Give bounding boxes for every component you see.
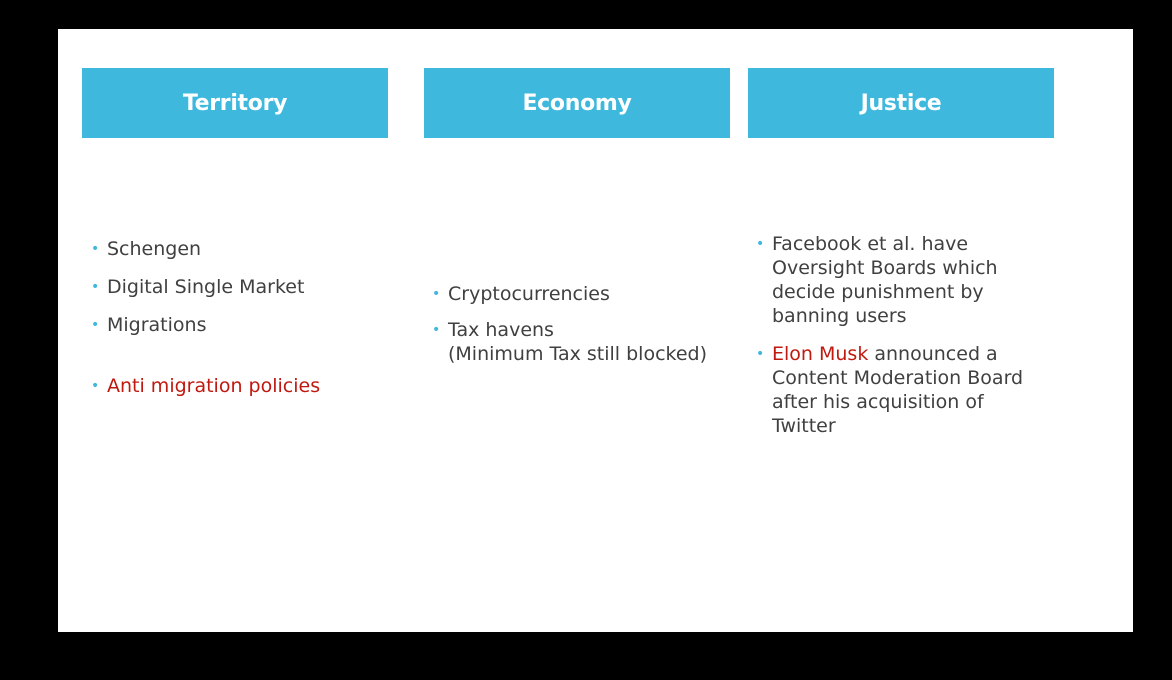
bullet-icon: • [91, 378, 100, 394]
economy-list: • Cryptocurrencies • Tax havens (Minimum… [428, 282, 748, 378]
header-economy-label: Economy [522, 90, 632, 116]
header-justice: Justice [748, 68, 1054, 138]
bullet-icon: • [756, 236, 765, 252]
list-item: • Anti migration policies [87, 374, 387, 398]
list-item-text: Schengen [107, 238, 202, 260]
list-item-text: Anti migration policies [107, 375, 321, 397]
list-item-text: announced a Content Moderation Board aft… [772, 343, 1024, 437]
header-territory-label: Territory [182, 90, 288, 116]
highlight-name: Elon Musk [772, 343, 869, 365]
list-item-text: Facebook et al. have Oversight Boards wh… [772, 233, 998, 327]
list-item-text: Digital Single Market [107, 276, 305, 298]
header-justice-label: Justice [860, 90, 942, 116]
header-economy: Economy [424, 68, 730, 138]
list-item: • Digital Single Market [87, 275, 387, 299]
list-item: • Elon Musk announced a Content Moderati… [752, 342, 1052, 438]
list-item-text: Cryptocurrencies [448, 283, 610, 305]
list-item: • Tax havens (Minimum Tax still blocked) [428, 318, 748, 366]
bullet-icon: • [756, 346, 765, 362]
list-item-text: Tax havens [448, 319, 554, 341]
slide: Territory Economy Justice • Schengen • D… [58, 29, 1133, 632]
header-territory: Territory [82, 68, 388, 138]
bullet-icon: • [91, 317, 100, 333]
list-item: • Schengen [87, 237, 387, 261]
list-item-subtext: (Minimum Tax still blocked) [448, 343, 708, 365]
list-item: • Cryptocurrencies [428, 282, 748, 306]
justice-list: • Facebook et al. have Oversight Boards … [752, 232, 1052, 452]
bullet-icon: • [91, 279, 100, 295]
bullet-icon: • [432, 286, 441, 302]
bullet-icon: • [91, 241, 100, 257]
list-item: • Facebook et al. have Oversight Boards … [752, 232, 1052, 328]
bullet-icon: • [432, 322, 441, 338]
list-item-text: Migrations [107, 314, 207, 336]
territory-list: • Schengen • Digital Single Market • Mig… [87, 237, 387, 412]
list-item: • Migrations [87, 313, 387, 337]
